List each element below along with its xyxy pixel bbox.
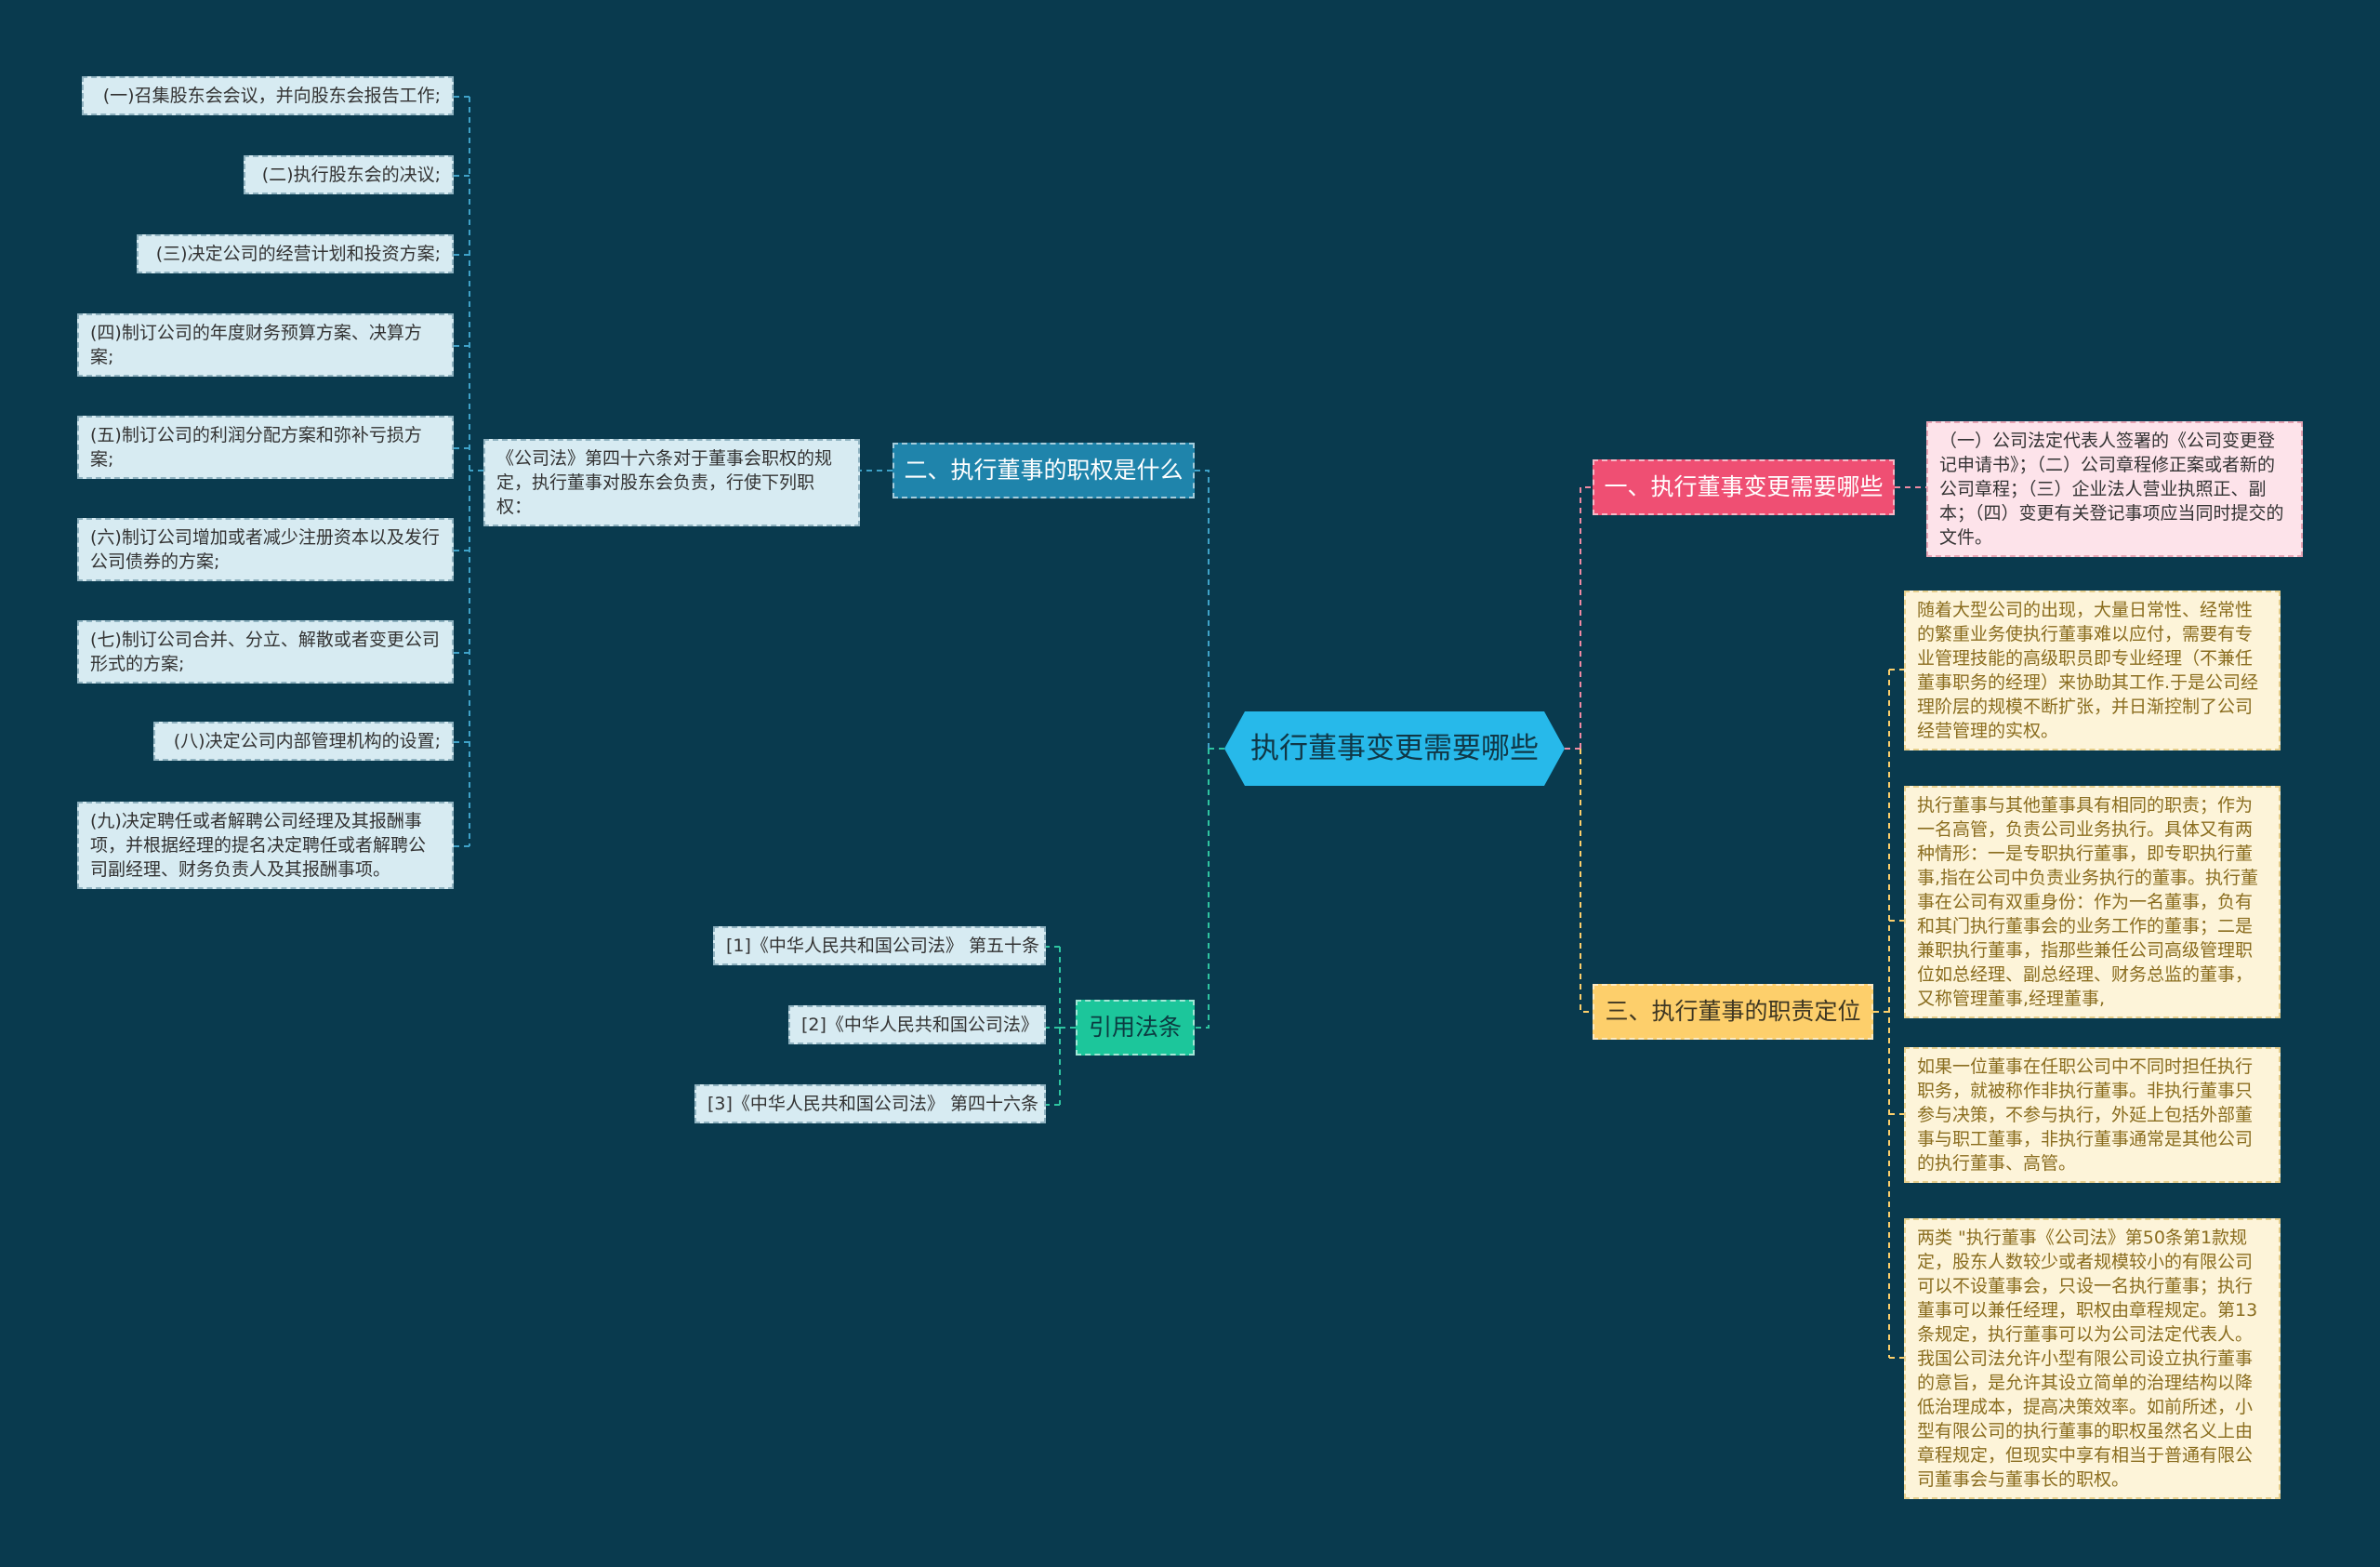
- branch-citations[interactable]: 引用法条: [1076, 1000, 1195, 1056]
- branch-change[interactable]: 一、执行董事变更需要哪些: [1593, 459, 1895, 515]
- powers-intro[interactable]: 《公司法》第四十六条对于董事会职权的规定，执行董事对股东会负责，行使下列职权：: [483, 439, 860, 526]
- connector-duties-spine: [1873, 670, 1890, 1358]
- powers-item-6[interactable]: (六)制订公司增加或者减少注册资本以及发行公司债券的方案;: [77, 518, 454, 581]
- powers-item-8[interactable]: (八)决定公司内部管理机构的设置;: [153, 722, 454, 761]
- root-topic[interactable]: 执行董事变更需要哪些: [1224, 711, 1565, 786]
- powers-item-7[interactable]: (七)制订公司合并、分立、解散或者变更公司形式的方案;: [77, 620, 454, 684]
- connector-left-spine-blue: [1195, 470, 1210, 749]
- change-detail[interactable]: （一）公司法定代表人签署的《公司变更登记申请书》；（二）公司章程修正案或者新的公…: [1926, 421, 2303, 557]
- powers-item-4[interactable]: (四)制订公司的年度财务预算方案、决算方案;: [77, 313, 454, 377]
- citation-1[interactable]: [1]《中华人民共和国公司法》 第五十条: [713, 926, 1046, 965]
- branch-powers[interactable]: 二、执行董事的职权是什么: [892, 443, 1195, 498]
- connector-right-spine-yellow: [1580, 749, 1593, 1013]
- powers-item-3[interactable]: (三)决定公司的经营计划和投资方案;: [137, 234, 454, 273]
- duty-item-4[interactable]: 两类 "执行董事《公司法》第50条第1款规定，股东人数较少或者规模较小的有限公司…: [1904, 1218, 2281, 1499]
- connector-powers-spine: [469, 97, 483, 846]
- duty-item-2[interactable]: 执行董事与其他董事具有相同的职责；作为一名高管，负责公司业务执行。具体又有两种情…: [1904, 786, 2281, 1018]
- citation-3[interactable]: [3]《中华人民共和国公司法》 第四十六条: [694, 1084, 1046, 1123]
- powers-item-9[interactable]: (九)决定聘任或者解聘公司经理及其报酬事项，并根据经理的提名决定聘任或者解聘公司…: [77, 802, 454, 889]
- duty-item-3[interactable]: 如果一位董事在任职公司中不同时担任执行职务，就被称作非执行董事。非执行董事只参与…: [1904, 1047, 2281, 1183]
- citation-2[interactable]: [2]《中华人民共和国公司法》: [788, 1005, 1046, 1044]
- branch-duties[interactable]: 三、执行董事的职责定位: [1593, 984, 1873, 1040]
- connector-citations-spine: [1059, 947, 1076, 1105]
- powers-item-5[interactable]: (五)制订公司的利润分配方案和弥补亏损方案;: [77, 416, 454, 479]
- powers-item-1[interactable]: (一)召集股东会会议，并向股东会报告工作;: [82, 76, 454, 115]
- duty-item-1[interactable]: 随着大型公司的出现，大量日常性、经常性的繁重业务使执行董事难以应付，需要有专业管…: [1904, 591, 2281, 750]
- connector-left-spine-green: [1195, 749, 1210, 1029]
- powers-item-2[interactable]: (二)执行股东会的决议;: [244, 155, 454, 194]
- connector-right-spine-pink: [1580, 486, 1593, 749]
